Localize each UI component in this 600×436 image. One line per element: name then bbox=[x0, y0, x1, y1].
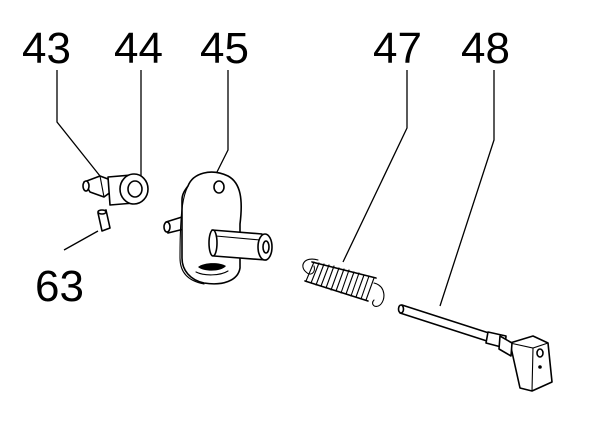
spring-coils bbox=[304, 261, 377, 302]
leader-45 bbox=[214, 70, 229, 177]
leader-47 bbox=[342, 70, 408, 263]
part-45-lever-plate bbox=[163, 171, 273, 285]
part-63-roll-pin bbox=[97, 209, 111, 232]
part-44-washer bbox=[107, 173, 149, 206]
label-part-44: 44 bbox=[114, 24, 163, 73]
part-48-rod bbox=[397, 304, 553, 392]
leader-48 bbox=[439, 70, 495, 307]
label-part-43: 43 bbox=[22, 24, 71, 73]
label-part-45: 45 bbox=[200, 24, 249, 73]
label-part-48: 48 bbox=[461, 24, 510, 73]
part-43-bushing bbox=[82, 175, 113, 198]
leader-63 bbox=[63, 230, 99, 251]
label-part-47: 47 bbox=[373, 24, 422, 73]
leader-43 bbox=[56, 70, 101, 177]
leader-lines bbox=[56, 70, 495, 307]
part-47-coil-spring bbox=[302, 258, 385, 308]
label-part-63: 63 bbox=[35, 262, 84, 311]
